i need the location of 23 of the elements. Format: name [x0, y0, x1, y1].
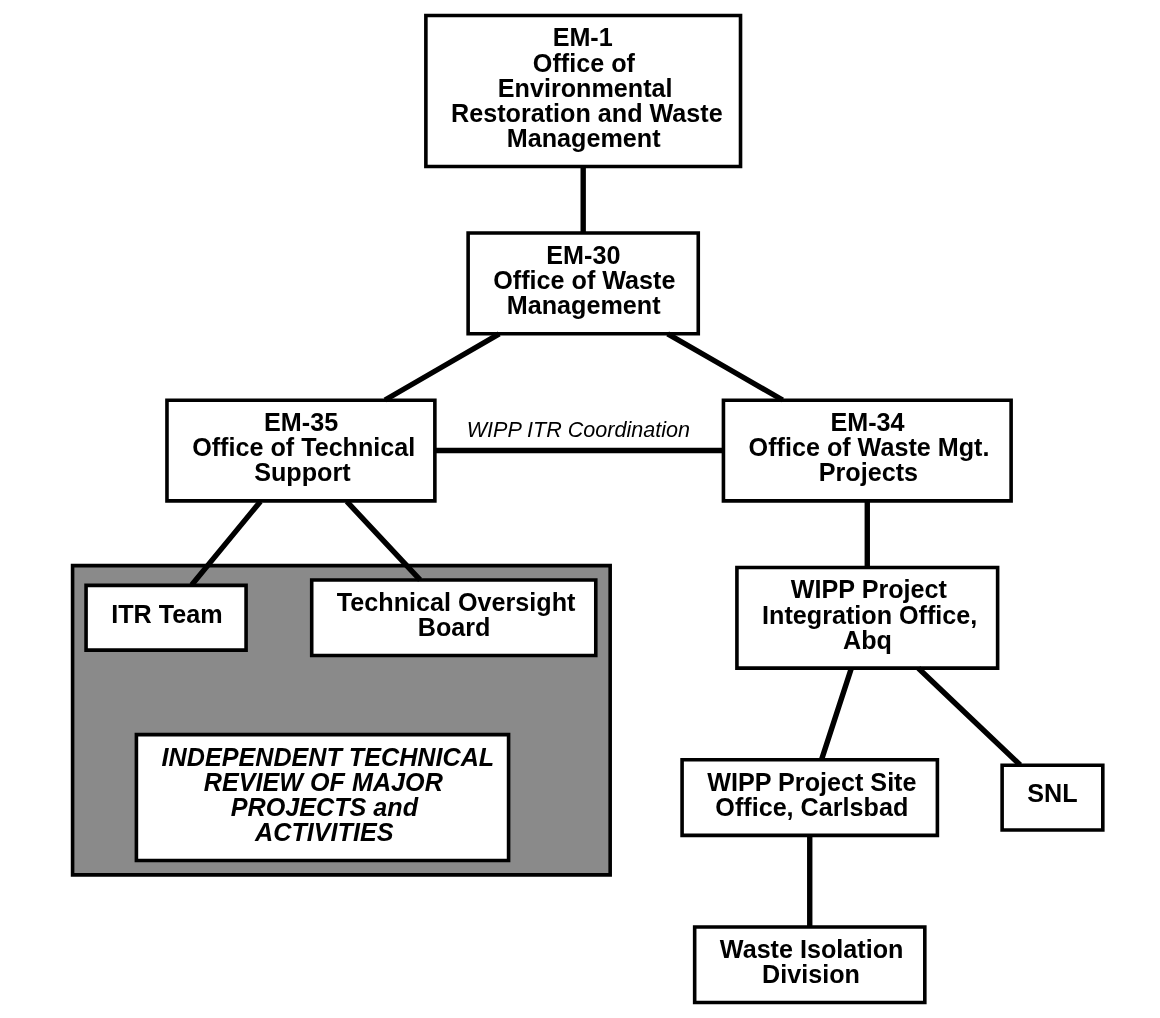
- node-box: EM-30 Office of Waste Management: [465, 231, 700, 336]
- node-box: EM-34 Office of Waste Mgt. Projects: [721, 398, 1013, 503]
- node-box: WIPP Project Integration Office, Abq: [734, 565, 999, 670]
- connector: [806, 835, 812, 927]
- connector: [665, 331, 784, 403]
- connector: [864, 501, 870, 567]
- connector: [344, 499, 422, 582]
- edge-label: WIPP ITR Coordination: [466, 417, 690, 443]
- connector: [383, 331, 501, 403]
- connector: [818, 667, 854, 761]
- connector: [434, 447, 723, 454]
- node-box: Waste Isolation Division: [692, 925, 927, 1005]
- node-box: WIPP Project Site Office, Carlsbad: [679, 758, 939, 838]
- node-box: INDEPENDENT TECHNICAL REVIEW OF MAJOR PROJECTS and ACTIVITIES: [134, 732, 510, 863]
- node-box: Technical Oversight Board: [309, 578, 598, 658]
- cluster: [70, 563, 612, 877]
- connector: [916, 666, 1022, 767]
- connector: [189, 499, 263, 587]
- node-box: ITR Team: [83, 583, 248, 652]
- node-box: SNL: [999, 763, 1105, 832]
- node-box: EM-1 Office of Environmental Restoration and Waste Management: [423, 13, 742, 169]
- connector: [580, 166, 586, 233]
- node-box: EM-35 Office of Technical Support: [164, 398, 437, 503]
